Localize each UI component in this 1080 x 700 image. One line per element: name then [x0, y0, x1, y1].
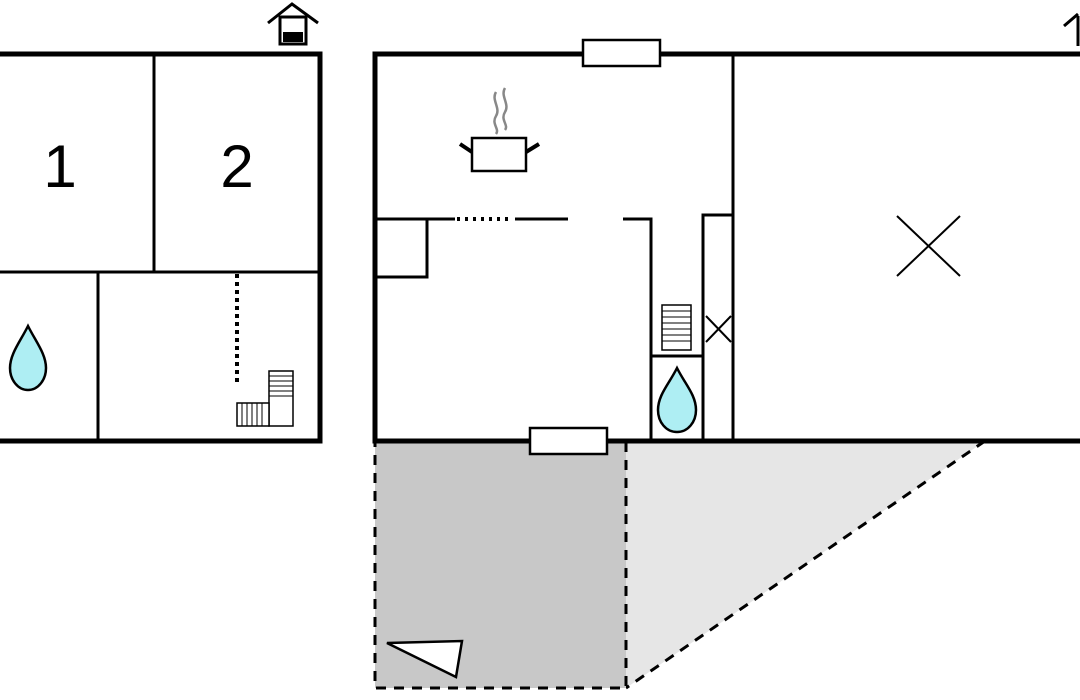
compass-arrow-icon [1063, 12, 1080, 46]
cooking-pot-icon [458, 87, 541, 173]
stairs-icon [661, 304, 692, 351]
ground-floor-outline [372, 51, 1080, 444]
window-top [581, 38, 662, 68]
water-drop-icon [656, 365, 698, 434]
terrace-open [625, 439, 986, 690]
stairs-icon [236, 370, 294, 427]
upper-floor-outline [0, 51, 323, 444]
triangle-marker-icon [386, 639, 464, 679]
room-label-2: 2 [220, 133, 253, 200]
cross-marker-icon [896, 215, 961, 277]
house-icon [267, 2, 319, 46]
room-label-1: 1 [43, 133, 76, 200]
water-drop-icon [8, 323, 48, 392]
cross-marker-small [705, 315, 732, 343]
window-bottom [528, 426, 609, 456]
